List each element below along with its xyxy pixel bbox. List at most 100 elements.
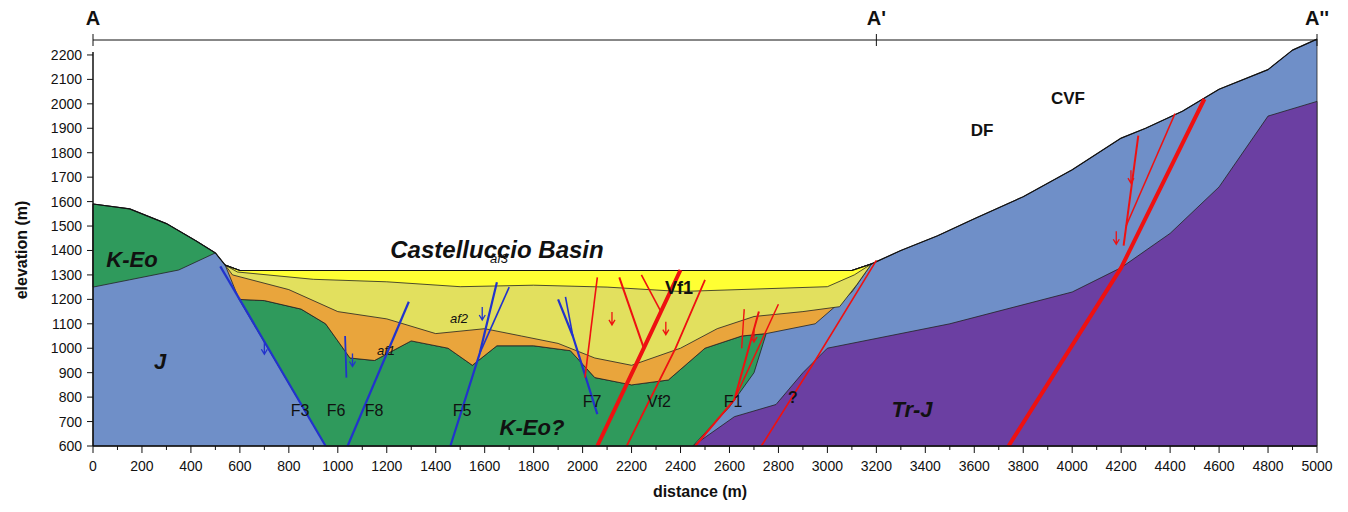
x-tick (337, 446, 338, 453)
fault-label: F3 (291, 403, 310, 419)
x-tick (753, 446, 754, 450)
x-tick (93, 446, 94, 453)
y-axis (92, 52, 94, 446)
distance-tick: 600 (228, 459, 251, 473)
x-tick (239, 446, 240, 453)
elevation-tick: 600 (59, 439, 82, 453)
x-tick (1072, 446, 1073, 453)
distance-tick: 4000 (1057, 459, 1088, 473)
elevation-tick: 1200 (51, 292, 82, 306)
x-tick (802, 446, 803, 450)
x-tick (190, 446, 191, 453)
x-tick (680, 446, 681, 453)
slip-arrow (663, 322, 669, 335)
x-tick (141, 446, 142, 453)
slip-arrow (1128, 170, 1134, 183)
x-tick (435, 446, 436, 453)
fault-f1-branch (734, 304, 778, 399)
unit-label: Tr-J (891, 399, 932, 421)
x-tick (1096, 446, 1097, 450)
y-tick (87, 226, 93, 227)
slip-arrow (479, 307, 485, 320)
elevation-tick: 1000 (51, 341, 82, 355)
elevation-tick: 1400 (51, 243, 82, 257)
x-tick (729, 446, 730, 453)
y-tick (87, 79, 93, 80)
unit-label: K-Eo? (500, 417, 565, 439)
elevation-tick: 1600 (51, 195, 82, 209)
fault-f5-branch (480, 287, 509, 353)
elevation-tick: 2100 (51, 72, 82, 86)
x-tick (166, 446, 167, 450)
x-tick (925, 446, 926, 453)
x-tick (460, 446, 461, 450)
distance-tick: 400 (179, 459, 202, 473)
x-tick (1243, 446, 1244, 450)
x-tick (1219, 446, 1220, 453)
elevation-tick: 1100 (52, 317, 82, 331)
distance-tick: 3800 (1008, 459, 1039, 473)
section-end: A'' (1305, 8, 1329, 28)
y-tick (87, 372, 93, 373)
fault-label: F5 (453, 403, 472, 419)
x-tick (876, 446, 877, 453)
elevation-tick: 700 (59, 415, 82, 429)
distance-tick: 1200 (371, 459, 402, 473)
distance-tick: 4800 (1252, 459, 1283, 473)
distance-tick: 2000 (567, 459, 598, 473)
elevation-tick: 1800 (51, 146, 82, 160)
axis-title: elevation (m) (14, 201, 30, 300)
elevation-tick: 2000 (51, 97, 82, 111)
x-tick (974, 446, 975, 453)
section-tick (876, 34, 877, 46)
slip-arrow (349, 353, 355, 366)
unit-label: af3 (490, 252, 508, 265)
section-tick (1317, 34, 1318, 46)
fault-vf1-branch (619, 277, 644, 348)
fault-label: F6 (327, 403, 346, 419)
distance-tick: 4200 (1106, 459, 1137, 473)
x-tick (558, 446, 559, 450)
slip-arrow (751, 329, 757, 342)
x-tick (827, 446, 828, 453)
fault-label: F1 (724, 394, 743, 410)
fault-f5 (450, 282, 497, 446)
fault-label: Vf1 (665, 279, 693, 297)
y-tick (87, 274, 93, 275)
y-tick (87, 201, 93, 202)
elevation-tick: 900 (59, 366, 82, 380)
fault-f3 (220, 266, 325, 446)
distance-tick: 0 (89, 459, 97, 473)
x-tick (1194, 446, 1195, 450)
unit-label: af2 (450, 312, 468, 325)
distance-tick: 5000 (1301, 459, 1332, 473)
fault-vf1-branch (641, 275, 661, 312)
distance-tick: 3000 (812, 459, 843, 473)
fault-label: ? (788, 390, 798, 406)
x-tick (656, 446, 657, 450)
x-tick (411, 446, 412, 450)
fault-f8 (348, 302, 409, 446)
y-tick (87, 103, 93, 104)
x-tick (949, 446, 950, 450)
x-tick (1268, 446, 1269, 453)
slip-arrow (609, 312, 615, 325)
distance-tick: 2200 (616, 459, 647, 473)
fault-label: F7 (583, 394, 602, 410)
af3-unit (225, 264, 871, 292)
elevation-tick: 1300 (51, 268, 82, 282)
x-tick (264, 446, 265, 450)
x-tick (900, 446, 901, 450)
elevation-tick: 2200 (51, 48, 82, 62)
x-tick (386, 446, 387, 453)
x-tick (607, 446, 608, 450)
fault-label: F8 (365, 403, 384, 419)
af1-unit (225, 264, 871, 385)
x-tick (705, 446, 706, 450)
distance-tick: 1400 (420, 459, 451, 473)
slip-arrow (261, 341, 267, 354)
distance-tick: 4600 (1204, 459, 1235, 473)
x-tick (1170, 446, 1171, 453)
